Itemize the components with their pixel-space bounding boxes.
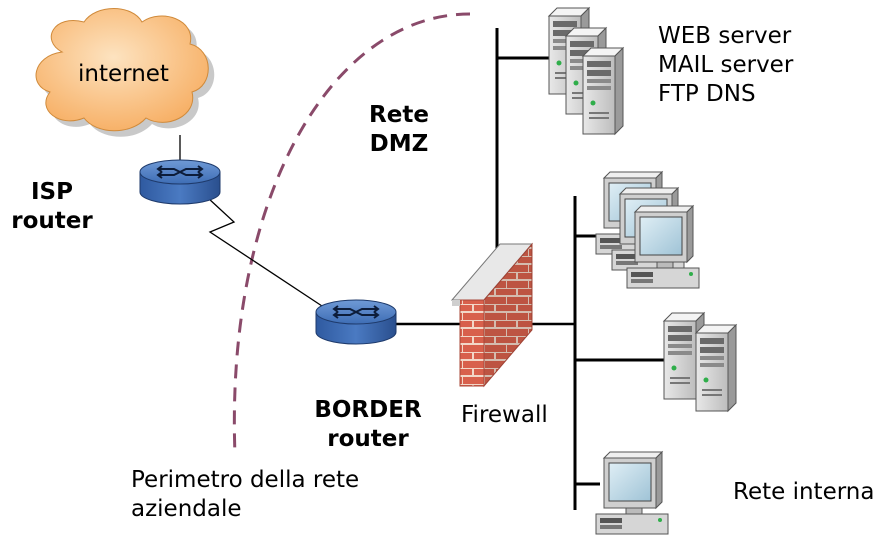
dmz-servers-icon [548, 7, 624, 135]
firewall-icon [450, 242, 534, 388]
perimeter-label: Perimetro della rete aziendale [131, 466, 359, 524]
perimeter-label-line2: aziendale [131, 496, 242, 522]
internal-servers-icon [663, 312, 737, 412]
perimeter-label-line1: Perimetro della rete [131, 467, 360, 493]
internal-network-label: Rete interna [733, 479, 875, 505]
isp-router-icon [139, 159, 221, 205]
dmz-servers-label-line2: MAIL server [658, 52, 794, 78]
dmz-label-line2: DMZ [369, 131, 429, 157]
perimeter-line [232, 12, 471, 456]
dmz-servers-label-line1: WEB server [658, 23, 792, 49]
border-router-icon [315, 299, 397, 345]
internet-label: internet [78, 61, 169, 87]
dmz-servers-label-line3: FTP DNS [658, 81, 756, 107]
internal-pc-icon [595, 451, 669, 535]
isp-to-border-link [207, 197, 323, 307]
dmz-label: Rete DMZ [360, 101, 438, 159]
internet-cloud [35, 8, 215, 137]
border-router-label-line1: BORDER [314, 397, 422, 423]
isp-router-label: ISP router [10, 178, 94, 236]
dmz-servers-label: WEB server MAIL server FTP DNS [658, 22, 793, 109]
firewall-label: Firewall [461, 402, 548, 428]
internal-pcs-icon [595, 171, 700, 289]
border-router-label: BORDER router [306, 396, 430, 454]
isp-router-label-line2: router [11, 208, 93, 234]
isp-router-label-line1: ISP [31, 179, 73, 205]
dmz-label-line1: Rete [369, 102, 429, 128]
border-router-label-line2: router [327, 426, 409, 452]
